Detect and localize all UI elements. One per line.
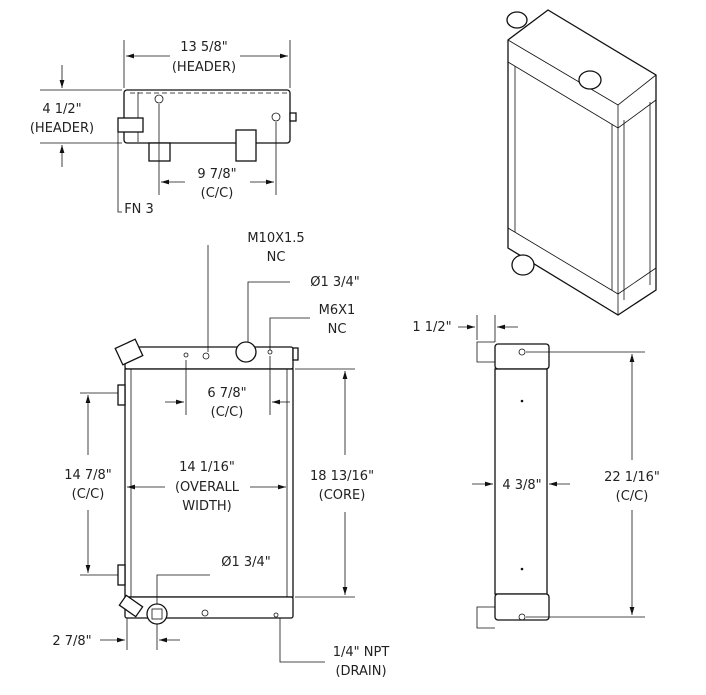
- outlet-label: Ø1 3/4": [221, 555, 271, 570]
- port1-label: M10X1.5: [247, 231, 304, 246]
- port2-label: M6X1: [319, 303, 356, 318]
- port-icon: [154, 94, 164, 104]
- overall-width-note2: WIDTH): [182, 499, 232, 514]
- side-view: 1 1/2" 4 3/8" 22 1/16" (C/C): [412, 315, 660, 629]
- drain-note: (DRAIN): [335, 664, 386, 679]
- port-cc-dim: 6 7/8": [207, 386, 246, 401]
- port1-note: NC: [267, 250, 286, 265]
- mount-cc-note: (C/C): [72, 487, 105, 502]
- header-height-note: (HEADER): [30, 121, 94, 136]
- top-view: 13 5/8" (HEADER) 4 1/2" (HEADER) 9 7/8" …: [30, 40, 297, 217]
- fill-neck: [117, 117, 144, 133]
- core: [124, 368, 294, 598]
- overall-width-dim: 14 1/16": [179, 460, 235, 475]
- header-width-note: (HEADER): [172, 60, 236, 75]
- inlet-icon: [235, 341, 257, 363]
- side-cc-note: (C/C): [616, 489, 649, 504]
- inlet-label: Ø1 3/4": [310, 275, 360, 290]
- side-cc-dim: 22 1/16": [604, 470, 660, 485]
- port-icon: [271, 112, 281, 122]
- inlet-pipe-icon: [506, 11, 528, 29]
- core-note: (CORE): [319, 488, 366, 503]
- top-cc-note: (C/C): [201, 186, 234, 201]
- side-offset-dim: 1 1/2": [412, 320, 451, 335]
- overall-width-note1: (OVERALL: [175, 480, 240, 495]
- offset-dim: 2 7/8": [52, 634, 91, 649]
- core-dim: 18 13/16": [310, 469, 374, 484]
- port-cc-note: (C/C): [211, 405, 244, 420]
- outlet-icon: [146, 603, 168, 625]
- mount-cc-dim: 14 7/8": [64, 468, 112, 483]
- top-cc-dim: 9 7/8": [197, 167, 236, 182]
- header-width-dim: 13 5/8": [180, 40, 228, 55]
- header-height-dim: 4 1/2": [42, 102, 81, 117]
- drain-label: 1/4" NPT: [333, 645, 390, 660]
- top-tank: [124, 346, 294, 370]
- front-view: M10X1.5 NC Ø1 3/4" M6X1 NC 6 7/8" (C/C) …: [52, 231, 389, 679]
- header-tank: [123, 89, 291, 144]
- depth-dim: 4 3/8": [502, 478, 541, 493]
- fn-note: FN 3: [124, 202, 154, 217]
- isometric-view: [506, 9, 657, 316]
- port2-note: NC: [328, 322, 347, 337]
- outlet-pipe-icon: [511, 254, 535, 276]
